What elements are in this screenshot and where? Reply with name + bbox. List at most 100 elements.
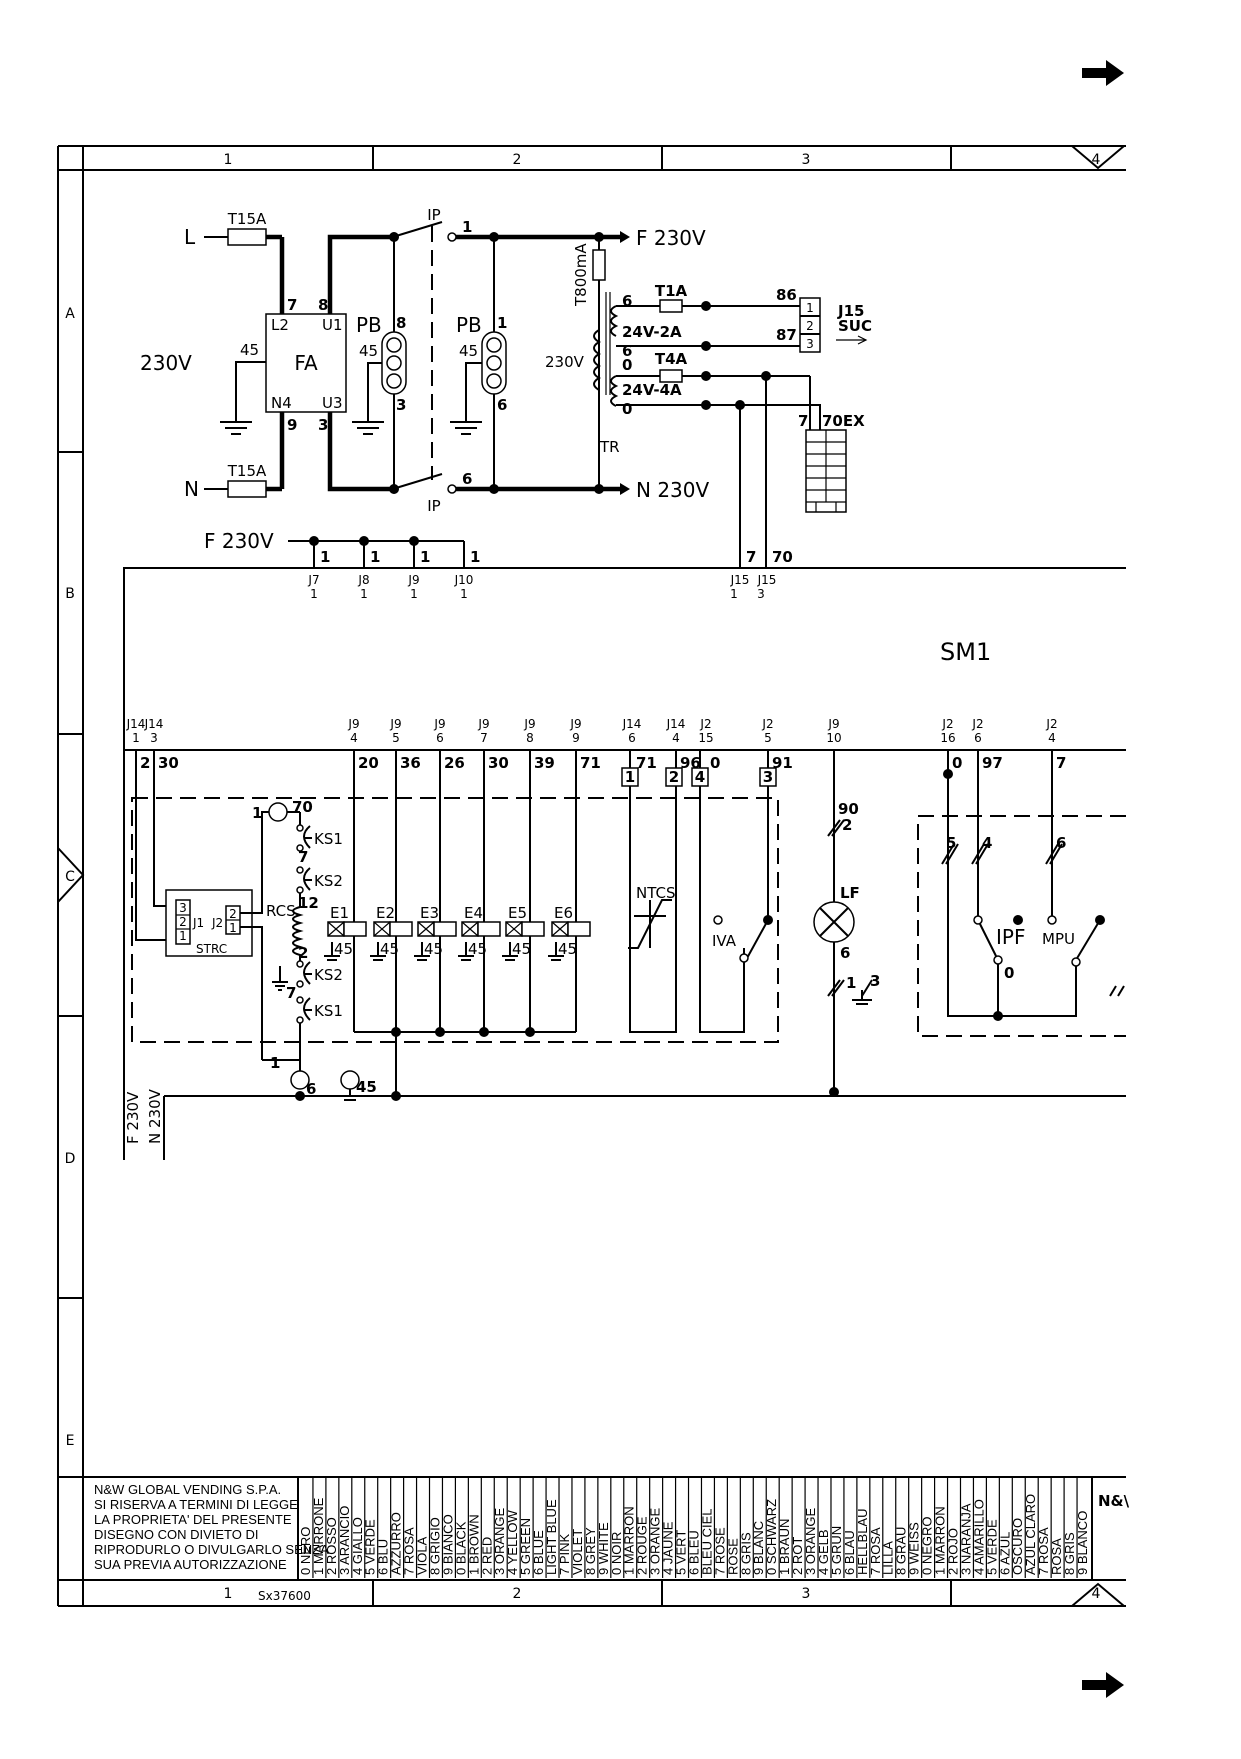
ks-wire-6: 6 (306, 1080, 316, 1098)
bottom-neutral-label: N 230V (146, 1088, 164, 1144)
legend-color-entry: 8 GRIS (738, 1532, 753, 1575)
pb1-name: PB (356, 313, 382, 337)
filter-pin-l2: L2 (271, 316, 289, 334)
bus-wire-number: 36 (400, 754, 421, 772)
bus-connector-pin: 4 (672, 731, 680, 745)
legend-color-entry: 0 NEGRO (920, 1516, 935, 1575)
voltage-label-left: 230V (140, 351, 192, 375)
bus-connector-pin: 5 (392, 731, 400, 745)
bus-wire-number: 0 (710, 754, 720, 772)
bus-connector-name: J2 (761, 717, 773, 731)
ks2-bottom-label: KS2 (314, 966, 343, 984)
strc-j2: J2 (211, 916, 223, 930)
legend-color-entry: 2 RED (479, 1537, 494, 1575)
legend-color-entry: LIGHT BLUE (544, 1499, 559, 1575)
mpu-label: MPU (1042, 930, 1075, 948)
strc-pin-1: 1 (179, 929, 187, 943)
pb2-ground-label: 45 (459, 342, 478, 360)
legend-color-entry: 8 GRIS (1062, 1532, 1077, 1575)
lf-wire-2: 2 (842, 816, 852, 834)
thermostat-1 (268, 802, 288, 822)
legend-color-entry: 9 WEISS (907, 1522, 922, 1575)
legend-color-entry: 1 MARRONE (311, 1497, 326, 1575)
iva-label: IVA (712, 932, 737, 950)
filter-pin-n4: N4 (271, 394, 292, 412)
legend-color-entry: 7 PINK (557, 1533, 572, 1575)
legend-color-entry: 0 BLACK (453, 1521, 468, 1575)
bus-wire-number: 0 (952, 754, 962, 772)
valve-label: E5 (508, 904, 527, 922)
ground-icon (352, 421, 384, 435)
bus-connector-name: J9 (433, 717, 445, 731)
legend-color-entry: 7 ROSA (1036, 1527, 1051, 1575)
legend-color-entry: 0 SCHWARZ (764, 1499, 779, 1575)
ks-wire-1: 1 (252, 804, 262, 822)
legend-color-entry: ROSA (1049, 1538, 1064, 1575)
column-label-4: 4 (1092, 152, 1101, 168)
bus-connector-name: J9 (477, 717, 489, 731)
svg-text:1: 1 (625, 768, 635, 786)
bus-connector-pin: 3 (150, 731, 158, 745)
conn-j10: J10 (454, 573, 474, 587)
ip-bottom-wire: 6 (462, 470, 472, 488)
row-label-e: E (66, 1433, 75, 1449)
legend-color-entry: AZUL CLARO (1023, 1494, 1038, 1575)
bus-connector-name: J2 (941, 717, 953, 731)
transformer-fuse (592, 249, 606, 281)
bus-connector-name: J9 (569, 717, 581, 731)
ks2-bottom (296, 960, 312, 988)
phase-bus-label: F 230V (204, 529, 274, 553)
legend-color-entry: BLEU CIEL (699, 1509, 714, 1575)
ks-wire-7b: 7 (286, 984, 296, 1002)
bus-wire-j15-3: 70 (772, 548, 793, 566)
column-label-3: 3 (802, 152, 811, 168)
ex-connector (805, 429, 847, 513)
sm1-board-outline (123, 567, 1126, 1142)
conn-j15-b-pin: 3 (757, 587, 765, 601)
fuse-n-label: T15A (227, 462, 267, 480)
drawing-frame (57, 145, 1126, 1607)
column-label-4-bottom: 4 (1092, 1586, 1101, 1602)
valve-ground-label: 45 (512, 940, 531, 958)
notice-line-5: SUA PREVIA AUTORIZZAZIONE (94, 1557, 287, 1572)
bus-wire-j10: 1 (470, 548, 480, 566)
fuse-t1a-label: T1A (655, 282, 688, 300)
bottom-supply: F 230V N 230V (123, 1032, 1126, 1160)
legend-color-entry: 6 BLUE (531, 1530, 546, 1575)
conn-j15-a: J15 (730, 573, 750, 587)
transformer-secondary-1 (610, 305, 619, 337)
next-page-arrow-top (1082, 60, 1124, 86)
bus-connector-name: J14 (666, 717, 686, 731)
bus-wire-number: 20 (358, 754, 379, 772)
drawing-number: Sx37600 (258, 1589, 311, 1603)
transformer-fuse-label: T800mA (572, 243, 590, 307)
bus-wire-number: 91 (772, 754, 793, 772)
conn-j9: J9 (407, 573, 419, 587)
transformer-secondary-2 (610, 375, 619, 407)
bus-c-section: J1412J14330J9420J9536J9626J9730J9839J997… (124, 717, 1126, 1032)
legend-color-entry: 4 AMARILLO (971, 1499, 986, 1575)
legend-color-entry: 5 GRUN (829, 1526, 844, 1575)
ks1-bottom-label: KS1 (314, 1002, 343, 1020)
ground-icon (272, 966, 288, 991)
legend-color-entry: 2 ROUGE (635, 1516, 650, 1575)
bus-wire-number: 39 (534, 754, 555, 772)
legend-color-entry: 3 NARANJA (958, 1503, 973, 1575)
bottom-phase-label: F 230V (124, 1091, 142, 1144)
legend-color-entry: 4 JAUNE (661, 1521, 676, 1575)
neutral-label: N (184, 477, 199, 501)
bus-connector-name: J9 (389, 717, 401, 731)
filter-wire-7: 7 (287, 296, 297, 314)
j15-pin-1: 1 (806, 301, 814, 315)
bus-wire-j7: 1 (320, 548, 330, 566)
bus-connector-pin: 5 (764, 731, 772, 745)
fuse-t4a-label: T4A (655, 350, 688, 368)
right-wire-5: 5 (946, 834, 956, 852)
ground-icon (220, 421, 252, 435)
legend-color-entry: HELLBLAU (855, 1509, 870, 1575)
svg-text:3: 3 (763, 768, 773, 786)
bus-connector-pin: 1 (132, 731, 140, 745)
row-label-c: C (65, 869, 75, 885)
bus-wire-number: 97 (982, 754, 1003, 772)
